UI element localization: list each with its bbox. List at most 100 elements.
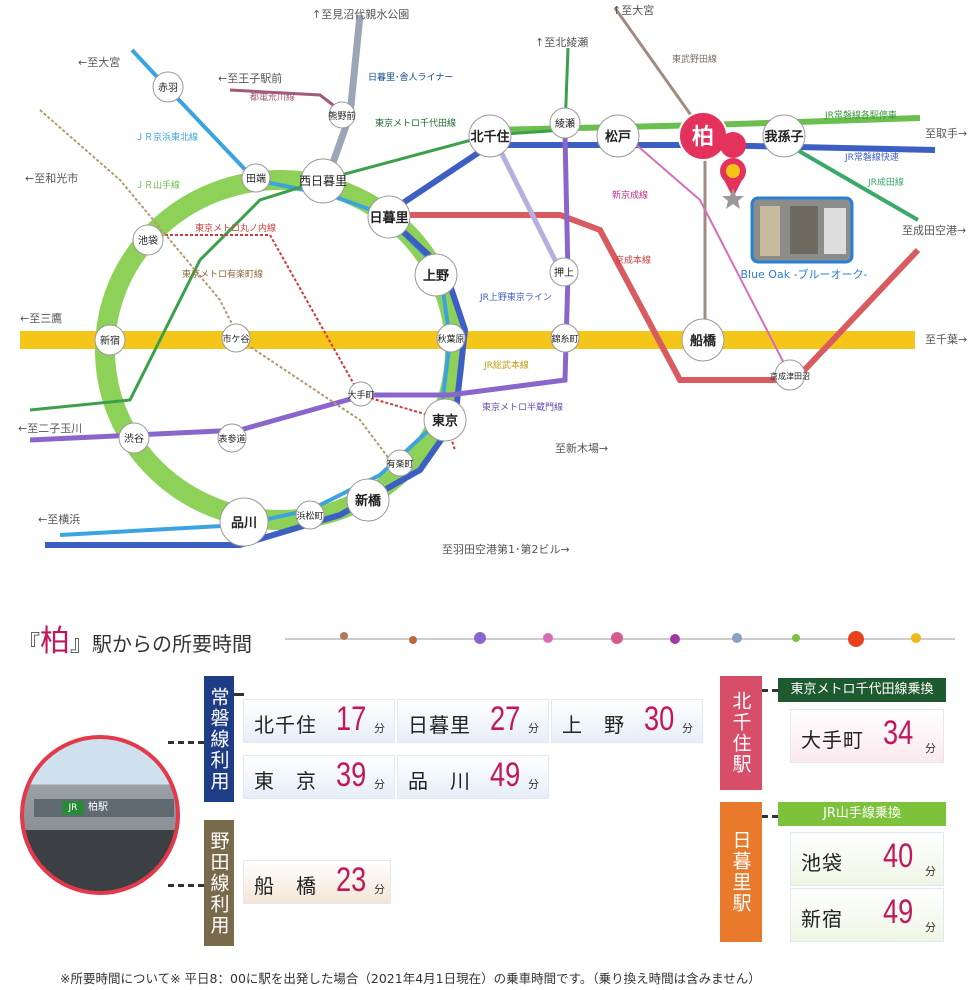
station-akabane: 赤羽 xyxy=(152,71,184,103)
direction-oji: ←至王子駅前 xyxy=(218,71,282,85)
direction-toride: 至取手→ xyxy=(925,126,967,140)
station-ayase: 綾瀬 xyxy=(549,107,581,139)
line-label-ueno-tokyo: JR上野東京ライン xyxy=(479,291,552,303)
station-tabata: 田端 xyxy=(241,163,271,193)
line-label-keisei: 京成本線 xyxy=(615,254,651,266)
direction-omiya-top: ↑至大宮 xyxy=(612,3,654,17)
svg-text:東京: 東京 xyxy=(432,413,458,429)
line-label-narita: JR成田線 xyxy=(867,176,904,188)
direction-futako: ←至二子玉川 xyxy=(18,422,82,435)
svg-text:錦糸町: 錦糸町 xyxy=(551,333,578,345)
kashiwa-station-photo: JR 柏駅 xyxy=(20,735,180,895)
direction-narita: 至成田空港→ xyxy=(902,223,966,237)
line-label-joban-rapid: JR常磐線快速 xyxy=(844,151,899,163)
svg-text:秋葉原: 秋葉原 xyxy=(437,333,464,345)
station-shinbashi: 新橋 xyxy=(346,478,390,522)
direction-minuma: ↑至見沼代親水公園 xyxy=(312,7,409,21)
line-label-chiyoda: 東京メトロ千代田線 xyxy=(375,117,456,129)
svg-text:池袋: 池袋 xyxy=(138,234,158,247)
station-kumanomae: 熊野前 xyxy=(328,101,356,129)
yurakucho-line xyxy=(39,109,391,461)
station-kashiwa: 柏 xyxy=(678,111,728,161)
station-keisei-tsudanuma: 京成津田沼 xyxy=(770,359,810,391)
station-nishinippori: 西日暮里 xyxy=(299,158,347,204)
direction-mitaka: ←至三鷹 xyxy=(20,311,62,325)
station-tokyo: 東京 xyxy=(423,398,467,442)
station-shibuya: 渋谷 xyxy=(118,422,150,454)
station-funabashi: 船橋 xyxy=(681,318,725,362)
line-label-yamanote: ＪＲ山手線 xyxy=(135,179,180,191)
section-title: 『柏』駅からの所要時間 xyxy=(18,624,253,659)
line-label-keihin: ＪＲ京浜東北線 xyxy=(135,131,198,143)
station-ikebukuro: 池袋 xyxy=(132,224,164,256)
station-hamamatsucho: 浜松町 xyxy=(295,500,325,530)
svg-text:有楽町: 有楽町 xyxy=(386,458,413,470)
svg-text:品川: 品川 xyxy=(231,516,257,531)
joban-label: 常磐線利用 xyxy=(204,676,234,802)
svg-text:松戸: 松戸 xyxy=(605,129,631,145)
svg-text:赤羽: 赤羽 xyxy=(158,82,178,94)
svg-text:田端: 田端 xyxy=(246,172,266,185)
station-kitasenju: 北千住 xyxy=(468,114,512,158)
station-shinagawa: 品川 xyxy=(219,497,269,547)
station-yurakucho: 有楽町 xyxy=(386,449,414,477)
svg-text:押上: 押上 xyxy=(554,266,574,279)
chiyoda-transfer-header: 東京メトロ千代田線乗換 xyxy=(778,678,946,702)
station-sign: 柏駅 xyxy=(88,802,108,813)
nippori-label: 日暮里駅 xyxy=(720,802,762,942)
svg-text:京成津田沼: 京成津田沼 xyxy=(770,371,810,381)
property-label: Blue Oak -ブルーオーク- xyxy=(740,267,867,281)
line-label-toden: 都電荒川線 xyxy=(250,91,295,103)
svg-text:浜松町: 浜松町 xyxy=(296,510,323,522)
svg-text:新宿: 新宿 xyxy=(100,334,120,347)
line-label-noda: 東武野田線 xyxy=(672,53,717,65)
map-pin-icon xyxy=(720,132,747,209)
station-oshiage: 押上 xyxy=(549,257,579,287)
narita-line xyxy=(778,138,920,222)
svg-text:表参道: 表参道 xyxy=(218,433,245,445)
route-map: 日暮里･舎人ライナー 都電荒川線 ＪＲ京浜東北線 ＪＲ山手線 東京メトロ千代田線… xyxy=(18,3,967,556)
station-kinshicho: 錦糸町 xyxy=(550,323,580,353)
line-label-nippori-liner: 日暮里･舎人ライナー xyxy=(368,71,453,83)
kitasenju-label: 北千住駅 xyxy=(720,676,762,790)
svg-text:柏: 柏 xyxy=(692,124,714,150)
direction-haneda: 至羽田空港第1･第2ビル→ xyxy=(442,542,570,556)
title-decoration xyxy=(285,631,955,647)
station-omotesando: 表参道 xyxy=(217,423,247,453)
shinkeisei-line xyxy=(624,134,791,376)
line-label-sobu: JR総武本線 xyxy=(483,359,529,371)
svg-text:新橋: 新橋 xyxy=(355,493,382,509)
station-ueno: 上野 xyxy=(414,253,458,297)
property-photo xyxy=(750,196,854,264)
noda-label: 野田線利用 xyxy=(204,820,234,946)
svg-text:船橋: 船橋 xyxy=(690,333,717,349)
svg-text:大手町: 大手町 xyxy=(347,389,374,401)
line-label-shinkeisei: 新京成線 xyxy=(612,189,648,201)
line-label-yurakucho: 東京メトロ有楽町線 xyxy=(182,268,263,280)
direction-wako: ←至和光市 xyxy=(25,171,78,185)
svg-text:上野: 上野 xyxy=(423,269,449,284)
line-label-hanzomon: 東京メトロ半蔵門線 xyxy=(482,401,563,413)
station-otemachi: 大手町 xyxy=(347,381,375,407)
direction-shinkiba: 至新木場→ xyxy=(555,441,608,455)
station-akihabara: 秋葉原 xyxy=(436,323,466,353)
svg-text:熊野前: 熊野前 xyxy=(328,110,355,122)
svg-text:我孫子: 我孫子 xyxy=(764,129,803,145)
direction-chiba: 至千葉→ xyxy=(925,332,967,346)
svg-text:綾瀬: 綾瀬 xyxy=(555,117,575,130)
station-matsudo: 松戸 xyxy=(596,114,640,158)
footnote: ※所要時間について※ 平日8：00に駅を出発した場合（2021年4月1日現在）の… xyxy=(60,971,761,986)
direction-kitaayase: ↑至北綾瀬 xyxy=(535,35,588,49)
svg-text:北千住: 北千住 xyxy=(470,129,509,145)
direction-omiya-left: ←至大宮 xyxy=(78,55,120,69)
svg-text:渋谷: 渋谷 xyxy=(124,432,144,445)
svg-text:西日暮里: 西日暮里 xyxy=(299,174,347,188)
